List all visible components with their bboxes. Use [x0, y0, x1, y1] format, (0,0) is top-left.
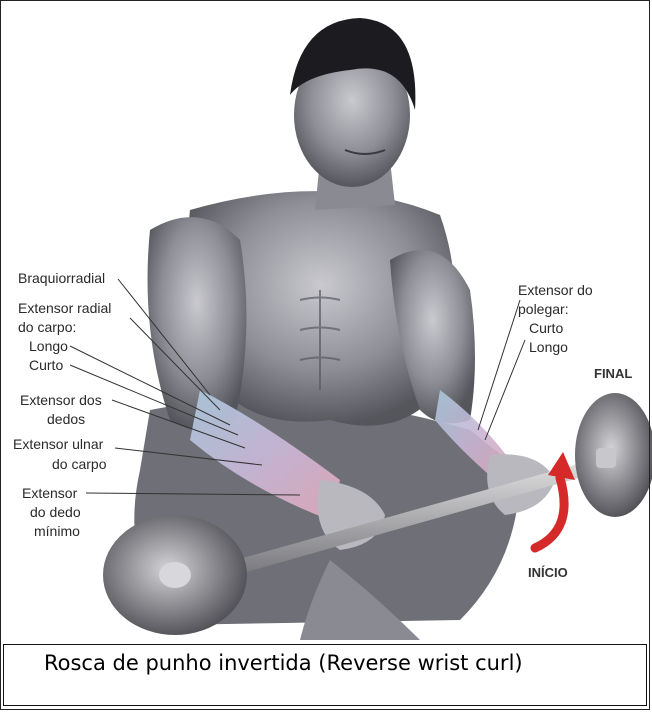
label-inicio: INÍCIO	[528, 565, 568, 580]
label-polegar: polegar:	[518, 301, 569, 317]
label-curto-right: Curto	[529, 320, 564, 336]
caption-box: Rosca de punho invertida (Reverse wrist …	[3, 644, 647, 706]
abdominals	[299, 290, 341, 390]
label-curto-left: Curto	[29, 357, 64, 373]
label-do-carpo-ulnar: do carpo	[52, 456, 107, 472]
torso	[187, 191, 455, 426]
label-extensor-radial: Extensor radial	[18, 300, 112, 316]
face-features	[344, 149, 386, 155]
label-extensor-ulnar: Extensor ulnar	[13, 436, 104, 452]
label-do-carpo: do carpo:	[18, 319, 77, 335]
caption-text: Rosca de punho invertida (Reverse wrist …	[44, 651, 523, 675]
label-minimo: mínimo	[34, 523, 80, 539]
lower-legs	[300, 560, 420, 640]
hair	[290, 18, 416, 110]
label-extensor-do: Extensor do	[518, 282, 593, 298]
arrow-path	[530, 473, 569, 553]
label-braquiorradial: Braquiorradial	[18, 270, 106, 286]
arrow-head-icon	[548, 452, 575, 480]
label-final: FINAL	[594, 366, 633, 381]
label-longo-right: Longo	[529, 339, 568, 355]
label-extensor-dos: Extensor dos	[20, 392, 102, 408]
left-upper-arm	[147, 217, 247, 430]
label-extensor: Extensor	[22, 485, 78, 501]
right-upper-arm	[390, 250, 475, 424]
left-forearm	[190, 390, 340, 520]
label-longo-left: Longo	[29, 338, 68, 354]
barbell-bar	[200, 455, 614, 584]
leader-lines-right	[477, 299, 526, 441]
label-do-dedo: do dedo	[30, 504, 81, 520]
label-dedos: dedos	[47, 411, 86, 427]
leader-lines-left	[69, 278, 301, 496]
